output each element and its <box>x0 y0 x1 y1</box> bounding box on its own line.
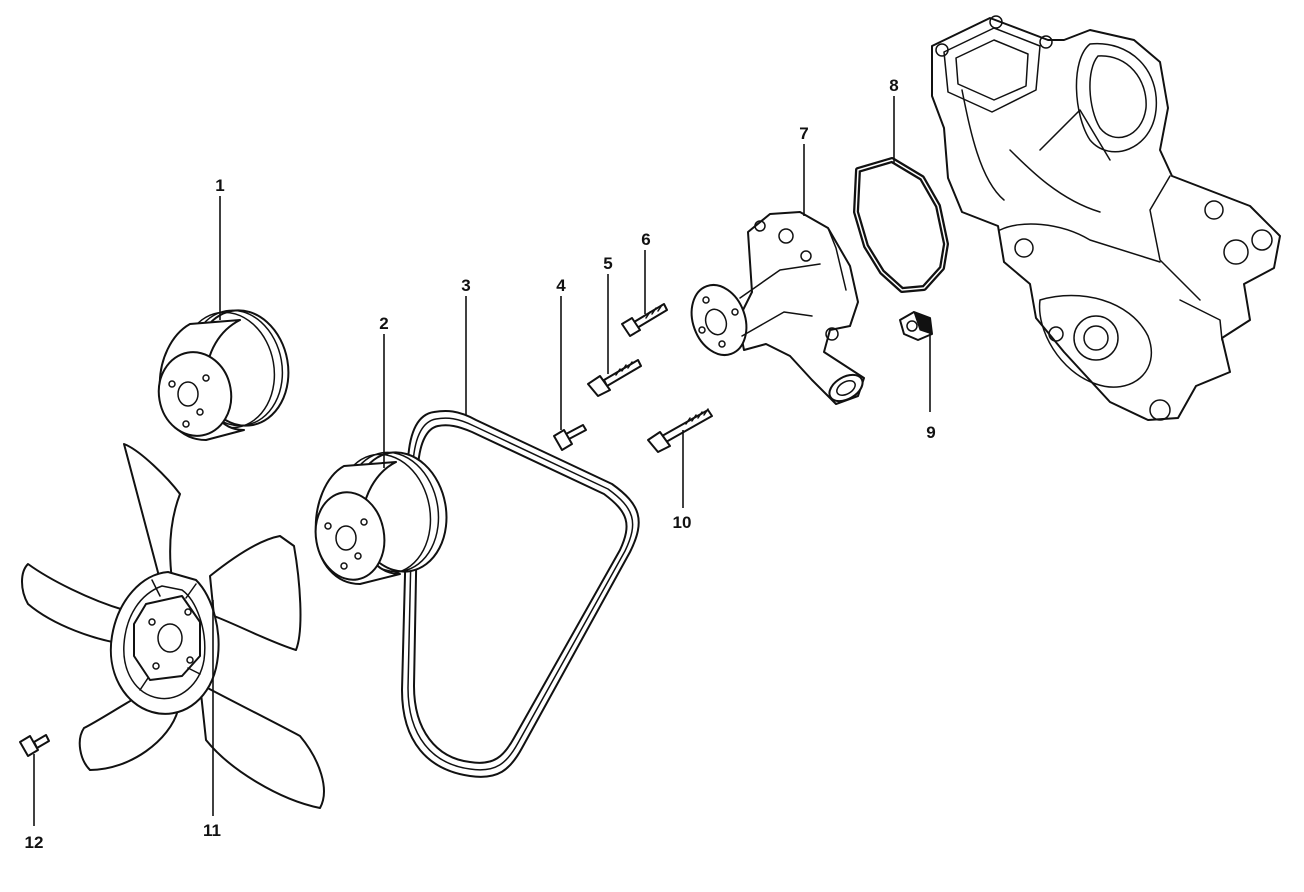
callout-3: 3 <box>461 276 470 295</box>
bolt <box>587 359 642 397</box>
callout-5: 5 <box>603 254 612 273</box>
callout-12: 12 <box>25 833 44 852</box>
callout-8: 8 <box>889 76 898 95</box>
callouts: 1 2 3 4 5 6 7 8 9 10 11 12 <box>25 76 936 852</box>
callout-1: 1 <box>215 176 224 195</box>
callout-4: 4 <box>556 276 566 295</box>
pulley <box>314 451 448 585</box>
fan <box>21 443 325 809</box>
bolt <box>647 408 713 453</box>
bolt <box>553 424 587 451</box>
water-pump <box>690 211 865 405</box>
callout-9: 9 <box>926 423 935 442</box>
gasket <box>853 157 949 293</box>
v-belt <box>401 410 640 778</box>
callout-10: 10 <box>673 513 692 532</box>
callout-7: 7 <box>799 124 808 143</box>
leader-lines <box>33 96 931 826</box>
bolt <box>621 303 668 337</box>
callout-6: 6 <box>641 230 650 249</box>
gear-case-cover <box>931 15 1281 421</box>
pulley <box>157 309 290 441</box>
callout-2: 2 <box>379 314 388 333</box>
plug <box>899 311 933 341</box>
bolt <box>19 734 50 757</box>
callout-11: 11 <box>203 821 221 840</box>
